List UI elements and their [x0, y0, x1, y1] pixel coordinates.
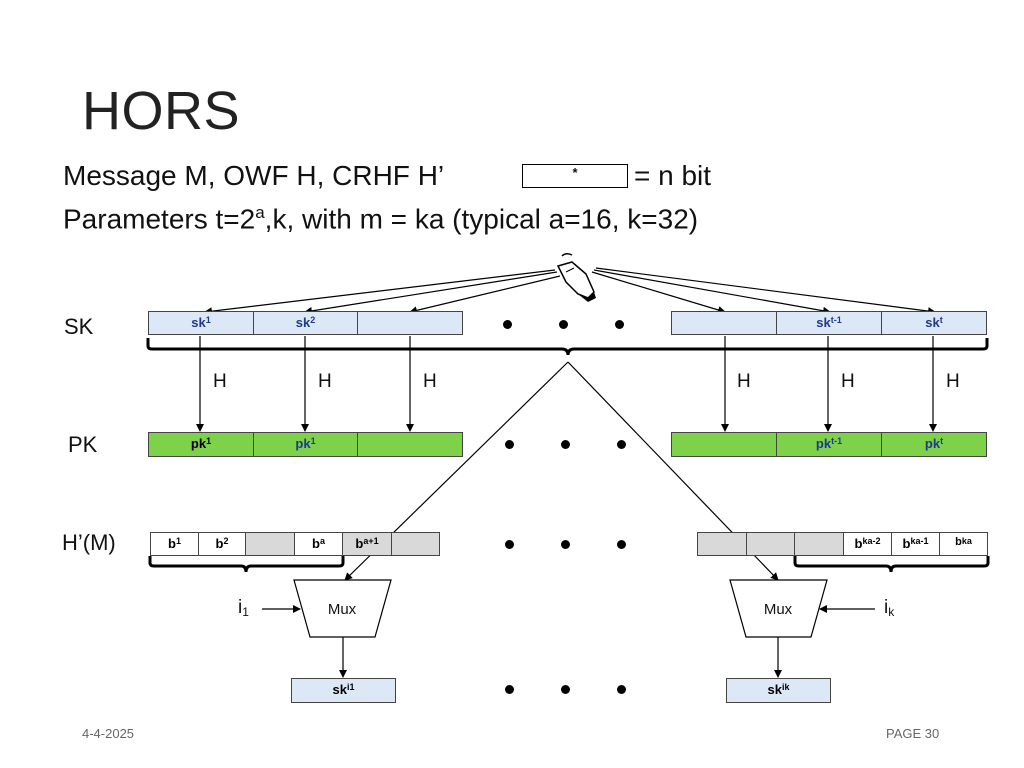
dots-icon	[505, 440, 514, 449]
dots-icon	[505, 685, 514, 694]
n-bit-label: = n bit	[634, 160, 712, 191]
dots-icon	[559, 320, 568, 329]
dots-icon	[617, 685, 626, 694]
sk-row-label: SK	[64, 314, 94, 339]
h-label: H	[318, 371, 332, 392]
n-bit-box: *	[522, 164, 628, 188]
hm-left-brace	[148, 556, 345, 573]
mux-right-shape	[729, 579, 828, 638]
dots-icon	[615, 320, 624, 329]
dots-icon	[561, 440, 570, 449]
hm-cell-empty	[746, 532, 795, 556]
sk-cell-3	[357, 311, 463, 335]
fanout-arrows	[204, 267, 936, 316]
h-label: H	[213, 371, 227, 392]
pk-row-label: PK	[68, 432, 98, 457]
dots-icon	[503, 320, 512, 329]
footer-page: PAGE 30	[886, 726, 940, 741]
h-arrows	[196, 336, 937, 432]
mux-left-label: Mux	[327, 601, 357, 618]
h-label: H	[737, 371, 751, 392]
pk-cell-3	[357, 432, 463, 457]
input-i1-label: i1	[238, 597, 249, 619]
parameters-line: Parameters t=2a,k, with m = ka (typical …	[63, 203, 698, 235]
dots-icon	[505, 540, 514, 549]
hm-row-label: H’(M)	[62, 530, 116, 555]
pk-cell-4	[671, 432, 777, 457]
mux-right-label: Mux	[763, 601, 793, 618]
dots-icon	[561, 540, 570, 549]
h-label: H	[946, 371, 960, 392]
message-line: Message M, OWF H, CRHF H’	[63, 160, 445, 191]
parameters-post: ,k, with m = ka (typical a=16, k=32)	[264, 203, 699, 235]
footer-date: 4-4-2025	[82, 726, 135, 741]
slide-title: HORS	[82, 81, 241, 141]
hm-cell-empty	[794, 532, 844, 556]
sk-cell-4	[671, 311, 777, 335]
hm-cell-empty	[391, 532, 440, 556]
input-ik-label: ik	[884, 597, 895, 619]
parameters-sup: a	[255, 203, 265, 222]
sk-brace	[146, 338, 989, 356]
dots-icon	[617, 540, 626, 549]
hm-cell-empty	[245, 532, 295, 556]
h-label: H	[841, 371, 855, 392]
parameters-pre: Parameters t=2	[63, 203, 256, 235]
hm-cell-empty	[697, 532, 747, 556]
dots-icon	[561, 685, 570, 694]
dots-icon	[617, 440, 626, 449]
hm-right-brace	[793, 556, 990, 573]
mux-left-shape	[293, 579, 392, 638]
pointing-hand-icon	[556, 252, 596, 302]
h-label: H	[423, 371, 437, 392]
